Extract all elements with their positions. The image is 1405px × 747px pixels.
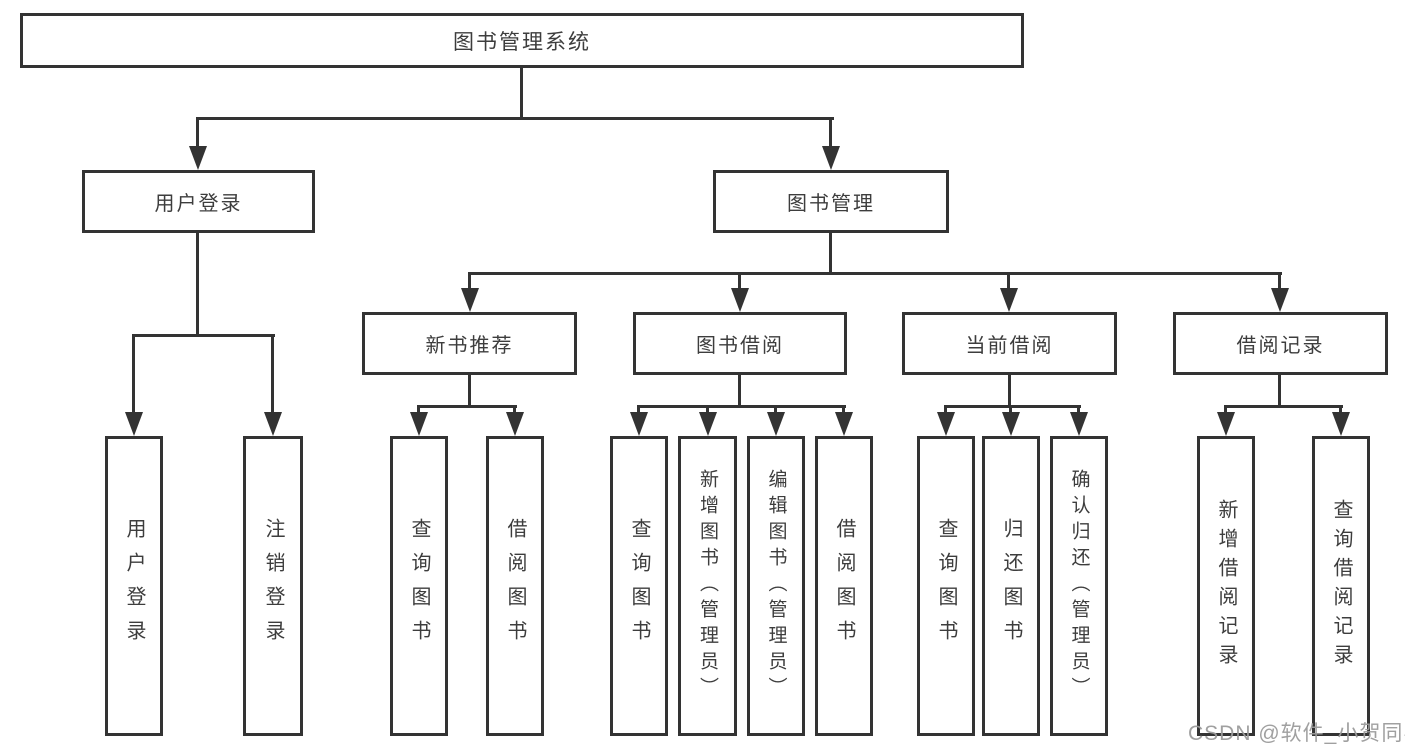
connector-drop-book-management bbox=[829, 117, 832, 152]
connector-borrowing-records-rail bbox=[1224, 405, 1343, 408]
leaf-add-borrowing-record: 新增借阅记录 bbox=[1197, 436, 1255, 736]
connector-new-book-recommendation-rail bbox=[417, 405, 517, 408]
arrow-leaf-query-record-icon bbox=[1332, 412, 1350, 436]
leaf-query-borrowing-record: 查询借阅记录 bbox=[1312, 436, 1370, 736]
connector-book-borrowing-down bbox=[738, 375, 741, 407]
arrow-leaf-edit-books-icon bbox=[767, 412, 785, 436]
arrow-book-borrowing-icon bbox=[731, 288, 749, 312]
leaf-borrow-books-recommendation: 借阅图书 bbox=[486, 436, 544, 736]
leaf-borrow-books-borrowing: 借阅图书 bbox=[815, 436, 873, 736]
connector-drop-leaf-query-books-1 bbox=[417, 405, 420, 418]
node-user-login: 用户登录 bbox=[82, 170, 315, 233]
connector-current-borrowing-down bbox=[1008, 375, 1011, 407]
node-current-borrowing: 当前借阅 bbox=[902, 312, 1117, 375]
arrow-book-management-icon bbox=[822, 146, 840, 170]
arrow-current-borrowing-icon bbox=[1000, 288, 1018, 312]
connector-root-down bbox=[520, 68, 523, 119]
arrow-leaf-add-record-icon bbox=[1217, 412, 1235, 436]
connector-drop-leaf-user-login bbox=[132, 334, 135, 418]
connector-drop-leaf-return-books bbox=[1009, 405, 1012, 418]
connector-drop-new-book-recommendation bbox=[468, 272, 471, 294]
connector-drop-leaf-query-record bbox=[1339, 405, 1342, 418]
node-book-borrowing: 图书借阅 bbox=[633, 312, 847, 375]
connector-drop-leaf-add-record bbox=[1224, 405, 1227, 418]
arrow-leaf-logout-icon bbox=[264, 412, 282, 436]
watermark: CSDN @软件_小贺同学 bbox=[1188, 722, 1405, 745]
connector-drop-current-borrowing bbox=[1007, 272, 1010, 294]
leaf-query-books-recommendation: 查询图书 bbox=[390, 436, 448, 736]
connector-borrowing-records-down bbox=[1278, 375, 1281, 407]
connector-drop-leaf-query-books-2 bbox=[637, 405, 640, 418]
arrow-leaf-return-books-icon bbox=[1002, 412, 1020, 436]
connector-current-borrowing-rail bbox=[944, 405, 1081, 408]
connector-drop-leaf-query-books-3 bbox=[944, 405, 947, 418]
connector-book-borrowing-rail bbox=[637, 405, 846, 408]
arrow-leaf-add-books-icon bbox=[699, 412, 717, 436]
arrow-leaf-user-login-icon bbox=[125, 412, 143, 436]
connector-user-login-rail bbox=[132, 334, 275, 337]
connector-book-management-rail bbox=[468, 272, 1282, 275]
connector-root-rail bbox=[196, 117, 834, 120]
arrow-leaf-confirm-return-icon bbox=[1070, 412, 1088, 436]
leaf-query-books-borrowing: 查询图书 bbox=[610, 436, 668, 736]
node-borrowing-records: 借阅记录 bbox=[1173, 312, 1388, 375]
node-new-book-recommendation: 新书推荐 bbox=[362, 312, 577, 375]
connector-new-book-recommendation-down bbox=[468, 375, 471, 407]
arrow-leaf-query-books-2-icon bbox=[630, 412, 648, 436]
connector-drop-leaf-confirm-return bbox=[1077, 405, 1080, 418]
arrow-borrowing-records-icon bbox=[1271, 288, 1289, 312]
arrow-leaf-borrow-books-2-icon bbox=[835, 412, 853, 436]
connector-drop-leaf-borrow-books-2 bbox=[842, 405, 845, 418]
leaf-return-books: 归还图书 bbox=[982, 436, 1040, 736]
leaf-edit-books-admin: 编辑图书（管理员） bbox=[747, 436, 805, 736]
arrow-leaf-borrow-books-1-icon bbox=[506, 412, 524, 436]
leaf-confirm-return-admin: 确认归还（管理员） bbox=[1050, 436, 1108, 736]
arrow-new-book-recommendation-icon bbox=[461, 288, 479, 312]
connector-drop-leaf-edit-books bbox=[774, 405, 777, 418]
arrow-leaf-query-books-1-icon bbox=[410, 412, 428, 436]
arrow-leaf-query-books-3-icon bbox=[937, 412, 955, 436]
connector-drop-book-borrowing bbox=[738, 272, 741, 294]
leaf-query-books-current: 查询图书 bbox=[917, 436, 975, 736]
connector-drop-leaf-logout bbox=[271, 334, 274, 418]
leaf-logout: 注销登录 bbox=[243, 436, 303, 736]
connector-user-login-down bbox=[196, 233, 199, 336]
leaf-user-login: 用户登录 bbox=[105, 436, 163, 736]
arrow-user-login-icon bbox=[189, 146, 207, 170]
leaf-add-books-admin: 新增图书（管理员） bbox=[678, 436, 737, 736]
connector-drop-user-login bbox=[196, 117, 199, 152]
node-book-management: 图书管理 bbox=[713, 170, 949, 233]
connector-book-management-down bbox=[829, 233, 832, 275]
node-library-management-system: 图书管理系统 bbox=[20, 13, 1024, 68]
connector-drop-leaf-add-books bbox=[706, 405, 709, 418]
connector-drop-leaf-borrow-books-1 bbox=[513, 405, 516, 418]
connector-drop-borrowing-records bbox=[1278, 272, 1281, 294]
